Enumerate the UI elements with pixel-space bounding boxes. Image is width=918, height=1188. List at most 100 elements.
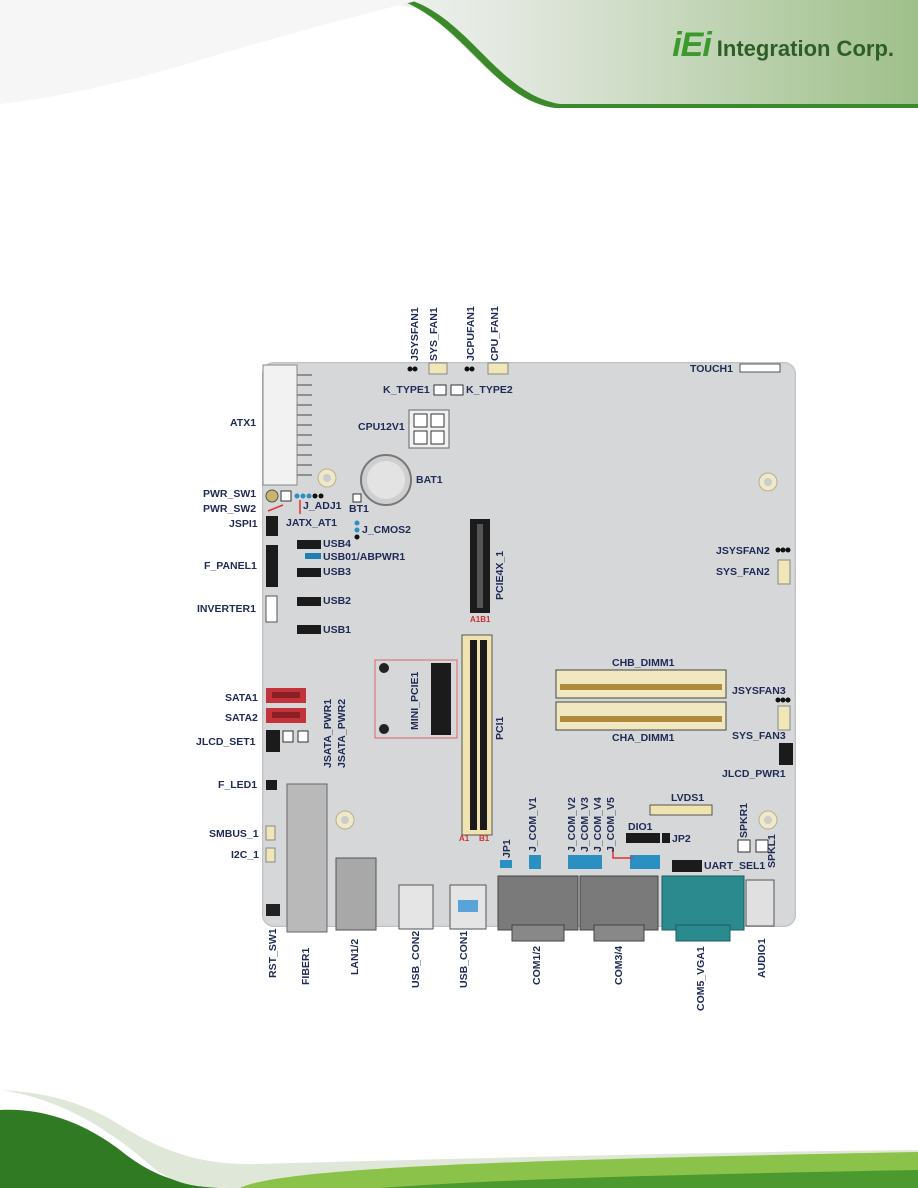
i2c-1: [265, 847, 276, 863]
label-jcpufan1: JCPUFAN1: [465, 306, 477, 361]
label-chb-dimm1: CHB_DIMM1: [612, 657, 675, 669]
label-usb2: USB2: [323, 595, 352, 607]
label-rst-sw1: RST_SW1: [267, 928, 279, 978]
label-usb01-abpwr1: USB01/ABPWR1: [323, 551, 406, 563]
label-j-com-v3: J_COM_V3: [579, 797, 591, 852]
label-pcie4x-1: PCIE4X_1: [494, 550, 506, 600]
label-bt1: BT1: [349, 503, 369, 515]
com1-2-port: [497, 875, 579, 931]
label-com3-4: COM3/4: [613, 945, 625, 985]
label-smbus-1: SMBUS_1: [209, 828, 259, 840]
label-com5-vga1: COM5_VGA1: [695, 946, 707, 1011]
label-touch1: TOUCH1: [690, 363, 733, 375]
inverter1-connector: [265, 595, 278, 623]
label-a1: A1: [459, 834, 470, 843]
mounting-holes: [317, 468, 778, 830]
label-jsata-pwr1: JSATA_PWR1: [322, 698, 334, 768]
label-usb-con2: USB_CON2: [410, 930, 422, 988]
fiber1-module: [286, 783, 328, 933]
label-sata1: SATA1: [225, 692, 258, 704]
label-b1: B1: [479, 834, 490, 843]
k-type2: [450, 384, 464, 396]
label-jlcd-pwr1: JLCD_PWR1: [722, 768, 786, 780]
label-pwr-sw2: PWR_SW2: [203, 503, 257, 515]
usb-con2-port: [398, 884, 434, 930]
j-com-v2-5-jumpers: [568, 855, 602, 869]
atx1-connector: [262, 364, 298, 486]
label-j-com-v2: J_COM_V2: [566, 797, 578, 852]
uart-sel1-header: [672, 860, 702, 872]
label-cpu-fan1: CPU_FAN1: [489, 306, 501, 361]
label-i2c-1: I2C_1: [231, 849, 260, 861]
label-f-panel1: F_PANEL1: [204, 560, 257, 572]
label-jsysfan3: JSYSFAN3: [732, 685, 786, 697]
usb3-header: [297, 568, 321, 577]
spkl1: [755, 839, 769, 853]
label-j-com-v1: J_COM_V1: [527, 797, 539, 852]
label-spkr1: SPKR1: [738, 802, 750, 838]
footer-swoosh: [0, 1090, 918, 1188]
label-jlcd-set1: JLCD_SET1: [196, 736, 256, 748]
label-sys-fan1: SYS_FAN1: [428, 307, 440, 361]
label-usb-con1: USB_CON1: [458, 930, 470, 988]
lan1-2-port: [335, 857, 377, 931]
logo-mark: iEi: [672, 26, 712, 64]
label-jp1: JP1: [501, 839, 513, 858]
jlcd-pwr1-header: [779, 743, 793, 765]
label-inverter1: INVERTER1: [197, 603, 256, 615]
label-atx1: ATX1: [230, 417, 257, 429]
label-fiber1: FIBER1: [300, 947, 312, 985]
label-pwr-sw1: PWR_SW1: [203, 488, 257, 500]
label-jatx-at1: JATX_AT1: [286, 517, 337, 529]
lvds1-connector: [649, 804, 713, 816]
header-swoosh: [0, 0, 918, 108]
label-lan1-2: LAN1/2: [349, 938, 361, 975]
label-j-cmos2: J_CMOS2: [362, 524, 412, 536]
mini-pcie1-slot: [431, 663, 451, 735]
label-spkl1: SPKL1: [766, 834, 778, 868]
com5-vga1-port: [661, 875, 745, 931]
usb01-abpwr1: [305, 553, 321, 559]
jspi1-header: [266, 516, 278, 536]
jp2-header: [662, 833, 670, 843]
label-usb4: USB4: [323, 538, 352, 550]
audio1-jack: [745, 879, 775, 927]
label-sys-fan2: SYS_FAN2: [716, 566, 770, 578]
label-j-com-v5: J_COM_V5: [605, 797, 617, 852]
label-audio1: AUDIO1: [756, 938, 768, 978]
rst-sw1: [266, 904, 280, 916]
label-jsysfan1: JSYSFAN1: [409, 307, 421, 361]
label-jsata-pwr2: JSATA_PWR2: [336, 698, 348, 768]
usb4-header: [297, 540, 321, 549]
sys-fan3: [777, 705, 791, 731]
usb-con1-port: [449, 884, 487, 930]
label-j-adj1: J_ADJ1: [303, 500, 342, 512]
sys-fan1: [428, 362, 448, 375]
label-j-com-v4: J_COM_V4: [592, 797, 604, 852]
spkr1: [737, 839, 751, 853]
sys-fan2: [777, 559, 791, 585]
jsata-pwr1: [282, 730, 294, 743]
label-sata2: SATA2: [225, 712, 258, 724]
jsata-pwr2: [297, 730, 309, 743]
jlcd-set1-header: [266, 730, 280, 752]
label-mini-pcie1: MINI_PCIE1: [409, 671, 421, 730]
mini-pcie1-outline: [374, 659, 458, 739]
logo-text: Integration Corp.: [716, 36, 894, 61]
k-type1: [433, 384, 447, 396]
label-cha-dimm1: CHA_DIMM1: [612, 732, 675, 744]
usb2-header: [297, 597, 321, 606]
label-a1b1: A1B1: [470, 615, 491, 624]
usb1-header: [297, 625, 321, 634]
f-panel1-header: [266, 545, 278, 587]
jp1-jumper: [500, 860, 512, 868]
label-uart-sel1: UART_SEL1: [704, 860, 766, 872]
j-com-v1-jumper: [529, 855, 541, 869]
dio1-header: [626, 833, 660, 843]
label-dio1: DIO1: [628, 821, 653, 833]
label-k-type1: K_TYPE1: [383, 384, 430, 396]
touch1-connector: [739, 363, 781, 373]
label-cpu12v1: CPU12V1: [358, 421, 405, 433]
